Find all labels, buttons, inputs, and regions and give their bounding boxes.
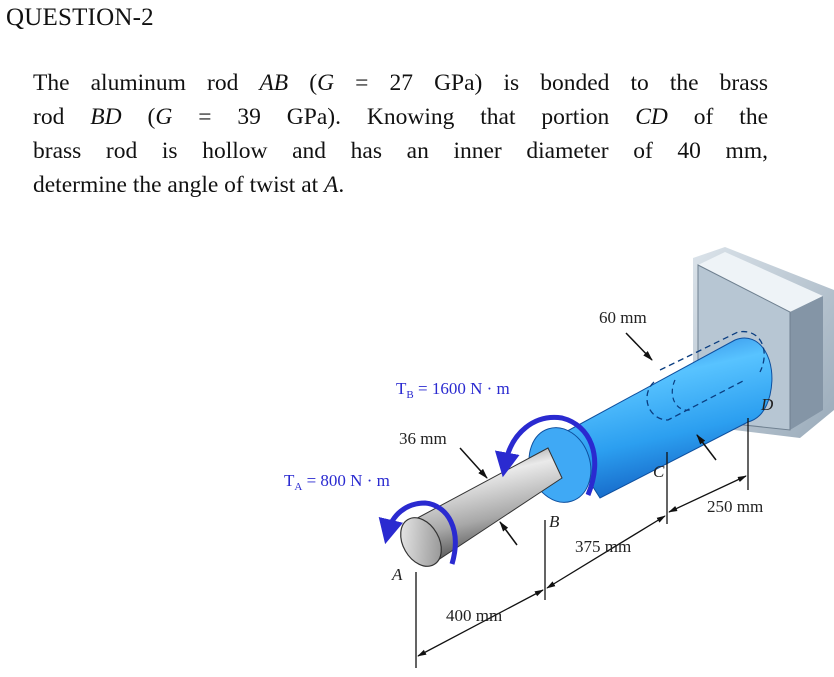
problem-line-1: The aluminum rod AB (G = 27 GPa) is bond… bbox=[33, 70, 768, 96]
torque-label-a: TA = 800 N · m bbox=[284, 471, 390, 493]
dimension-extension-lines bbox=[415, 418, 749, 668]
problem-line-3: brass rod is hollow and has an inner dia… bbox=[33, 138, 768, 164]
length-label-400mm: 400 mm bbox=[446, 606, 502, 625]
problem-statement: The aluminum rod AB (G = 27 GPa) is bond… bbox=[33, 66, 768, 202]
point-label-d: D bbox=[760, 395, 774, 414]
point-label-c: C bbox=[653, 462, 665, 481]
length-label-250mm: 250 mm bbox=[707, 497, 763, 516]
point-label-a: A bbox=[391, 565, 403, 584]
leader-60mm-lower bbox=[696, 434, 717, 461]
length-label-375mm: 375 mm bbox=[575, 537, 631, 556]
problem-line-2: rod BD (G = 39 GPa). Knowing that portio… bbox=[33, 104, 769, 130]
diameter-label-60mm: 60 mm bbox=[599, 308, 647, 327]
problem-line-4: determine the angle of twist at A. bbox=[33, 172, 345, 198]
dim-line-375mm bbox=[546, 515, 666, 589]
point-label-b: B bbox=[549, 512, 560, 531]
leader-36mm-lower bbox=[499, 521, 518, 546]
leader-36mm bbox=[459, 447, 488, 479]
aluminum-rod-ab bbox=[400, 447, 563, 567]
brass-rod-bd bbox=[528, 331, 773, 503]
torque-label-b: TB = 1600 N · m bbox=[396, 379, 510, 401]
dim-line-400mm bbox=[417, 589, 544, 657]
torque-arrow-a bbox=[378, 500, 458, 565]
dim-line-250mm bbox=[668, 475, 747, 513]
question-heading: QUESTION-2 bbox=[6, 4, 154, 31]
diameter-label-36mm: 36 mm bbox=[399, 429, 447, 448]
torque-arrow-b bbox=[494, 414, 598, 496]
leader-60mm bbox=[625, 332, 653, 361]
